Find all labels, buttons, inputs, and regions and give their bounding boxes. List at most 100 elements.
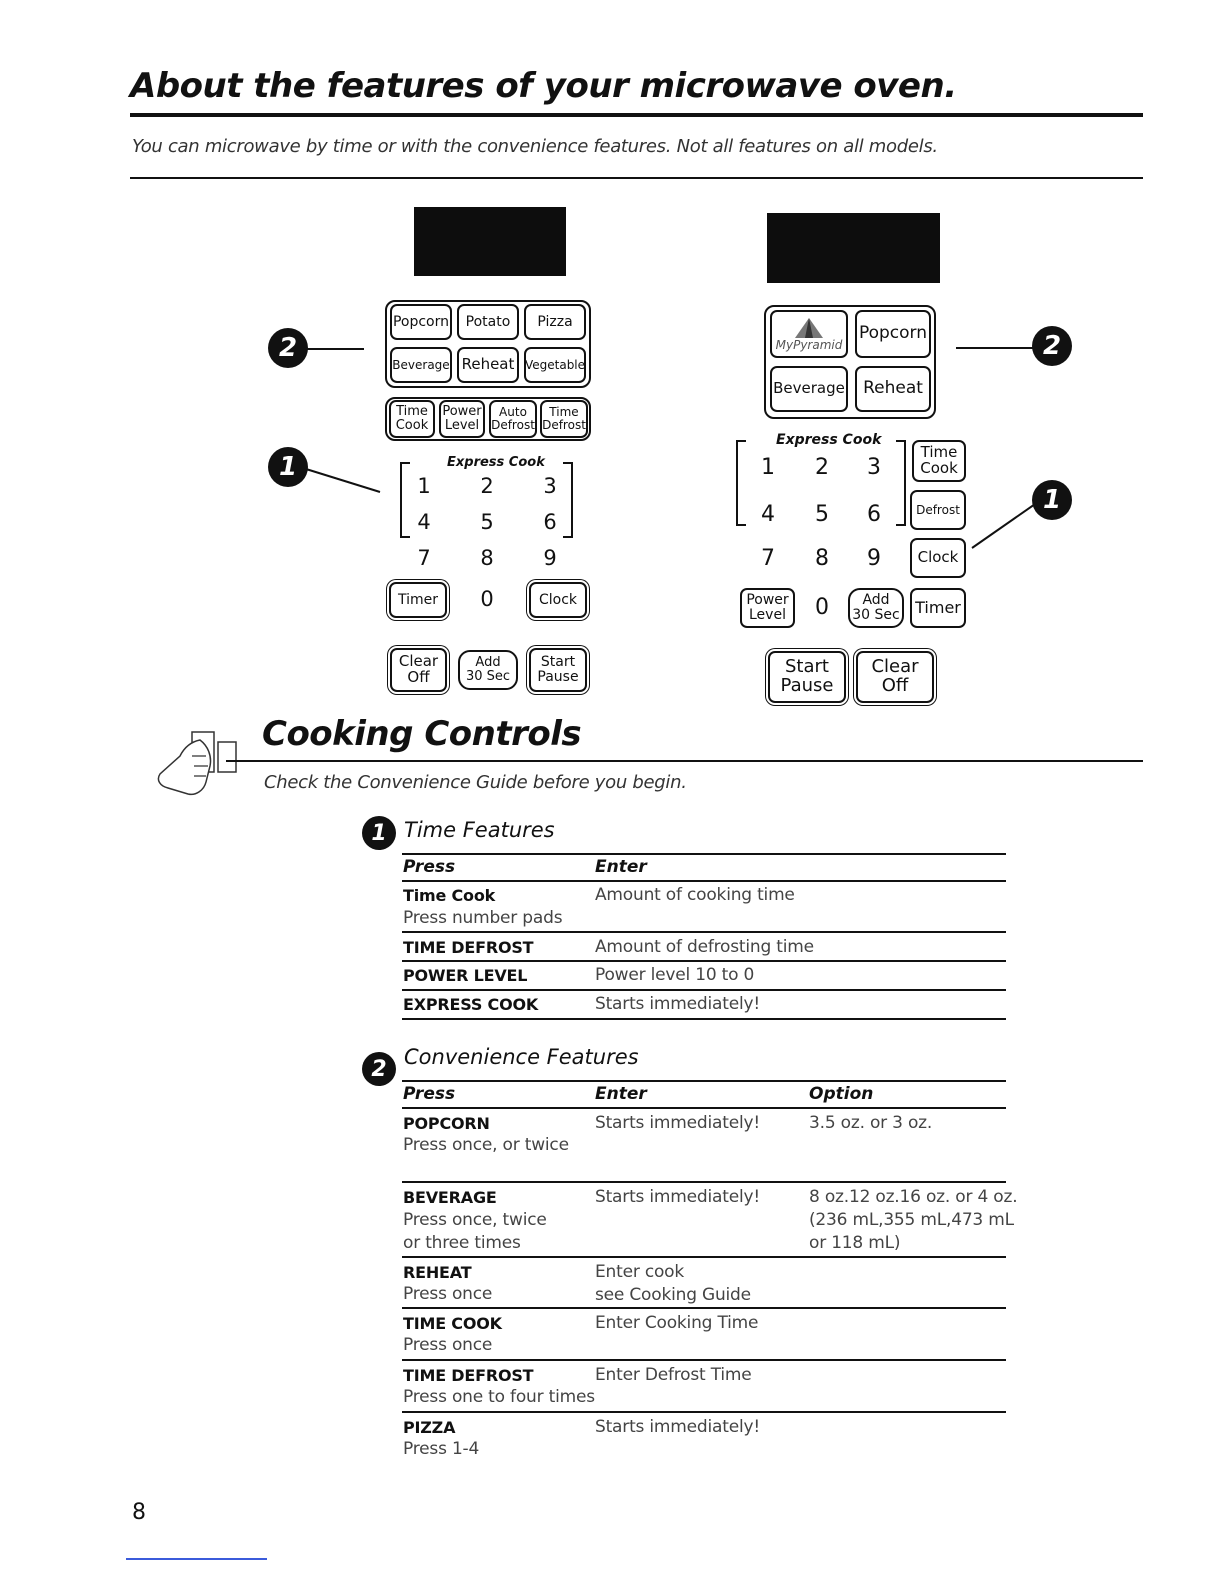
enter-value: Starts immediately!: [595, 994, 760, 1014]
right-key-6[interactable]: 6: [867, 502, 881, 527]
option-value: 8 oz.12 oz.16 oz. or 4 oz. (236 mL,355 m…: [809, 1187, 1018, 1253]
left-add-30-sec-key[interactable]: Add 30 Sec: [458, 650, 518, 690]
right-defrost-key[interactable]: Defrost: [910, 490, 966, 530]
left-beverage-key[interactable]: Beverage: [390, 347, 452, 383]
right-beverage-key[interactable]: Beverage: [770, 366, 848, 412]
right-key-9[interactable]: 9: [867, 546, 881, 571]
right-key-2[interactable]: 2: [815, 455, 829, 480]
mypyramid-label: MyPyramid: [775, 337, 843, 352]
press-popcorn: POPCORN: [403, 1114, 490, 1133]
right-timer-key[interactable]: Timer: [910, 588, 966, 628]
callout-2-left: 2: [268, 328, 308, 368]
time-features-marker: 1: [362, 816, 396, 850]
press-sub: Press 1-4: [403, 1439, 480, 1459]
press-time-defrost: TIME DEFROST: [403, 938, 534, 957]
press-sub: Press once, twice or three times: [403, 1210, 547, 1253]
left-timer-key[interactable]: Timer: [389, 582, 447, 618]
page-number: 8: [132, 1500, 146, 1525]
right-key-1[interactable]: 1: [761, 455, 775, 480]
left-key-9[interactable]: 9: [543, 546, 557, 570]
left-pizza-key[interactable]: Pizza: [524, 304, 586, 340]
right-clear-off-key[interactable]: Clear Off: [856, 651, 934, 703]
page-subtitle: You can microwave by time or with the co…: [132, 136, 938, 157]
left-key-5[interactable]: 5: [480, 510, 494, 534]
callout-leader-lines: [305, 347, 1039, 549]
right-express-bracket-right: [896, 440, 906, 526]
right-time-cook-key[interactable]: Time Cook: [912, 440, 966, 482]
table-rule: [402, 960, 1006, 962]
convenience-features-marker: 2: [362, 1052, 396, 1086]
right-key-3[interactable]: 3: [867, 455, 881, 480]
convenience-features-title: Convenience Features: [404, 1045, 639, 1069]
enter-value: Starts immediately!: [595, 1417, 760, 1437]
right-express-bracket-left: [736, 440, 746, 526]
press-sub: Press once, or twice: [403, 1135, 569, 1155]
press-beverage: BEVERAGE: [403, 1188, 497, 1207]
left-key-8[interactable]: 8: [480, 546, 494, 570]
enter-value: Amount of defrosting time: [595, 937, 814, 957]
press-sub: Press one to four times: [403, 1387, 595, 1407]
left-key-1[interactable]: 1: [417, 474, 431, 498]
right-popcorn-key[interactable]: Popcorn: [855, 310, 931, 358]
press-sub: Press number pads: [403, 908, 563, 928]
right-key-7[interactable]: 7: [761, 546, 775, 571]
right-key-5[interactable]: 5: [815, 502, 829, 527]
right-key-0[interactable]: 0: [815, 595, 829, 620]
enter-value: Amount of cooking time: [595, 885, 795, 905]
press-pizza: PIZZA: [403, 1418, 456, 1437]
left-time-defrost-key[interactable]: Time Defrost: [540, 400, 588, 438]
left-vegetable-key[interactable]: Vegetable: [524, 347, 586, 383]
left-potato-key[interactable]: Potato: [457, 304, 519, 340]
left-auto-defrost-key[interactable]: Auto Defrost: [489, 400, 537, 438]
col-header-press: Press: [403, 1084, 456, 1104]
col-header-enter: Enter: [595, 1084, 647, 1104]
hand-pressing-button-icon: [157, 731, 237, 796]
right-express-cook-label: Express Cook: [776, 432, 882, 448]
table-rule: [402, 1256, 1006, 1258]
table-rule: [402, 1107, 1006, 1109]
right-mypyramid-key[interactable]: MyPyramid: [770, 310, 848, 358]
left-clock-key[interactable]: Clock: [529, 582, 587, 618]
table-rule: [402, 880, 1006, 882]
right-add-30-sec-key[interactable]: Add 30 Sec: [848, 588, 904, 628]
left-express-bracket-right: [563, 462, 573, 538]
subtitle-rule: [130, 177, 1143, 179]
enter-value: Enter cook see Cooking Guide: [595, 1262, 751, 1305]
table-rule: [402, 1181, 1006, 1183]
callout-1-right: 1: [1032, 480, 1072, 520]
footer-link-underline[interactable]: [126, 1558, 267, 1560]
page-title: About the features of your microwave ove…: [130, 66, 957, 106]
right-convenience-group: [764, 305, 936, 419]
section-rule: [226, 760, 1143, 762]
left-time-cook-key[interactable]: Time Cook: [389, 400, 435, 438]
table-rule: [402, 989, 1006, 991]
right-start-pause-key[interactable]: Start Pause: [768, 651, 846, 703]
section-subtitle: Check the Convenience Guide before you b…: [264, 772, 687, 793]
left-popcorn-key[interactable]: Popcorn: [390, 304, 452, 340]
col-header-option: Option: [809, 1084, 874, 1104]
col-header-enter: Enter: [595, 857, 647, 877]
right-reheat-key[interactable]: Reheat: [855, 366, 931, 412]
right-key-4[interactable]: 4: [761, 502, 775, 527]
press-power-level: POWER LEVEL: [403, 966, 528, 985]
left-key-6[interactable]: 6: [543, 510, 557, 534]
right-power-level-key[interactable]: Power Level: [740, 588, 795, 628]
table-rule: [402, 1307, 1006, 1309]
left-key-2[interactable]: 2: [480, 474, 494, 498]
option-value: 3.5 oz. or 3 oz.: [809, 1113, 933, 1133]
left-key-7[interactable]: 7: [417, 546, 431, 570]
right-key-8[interactable]: 8: [815, 546, 829, 571]
left-power-level-key[interactable]: Power Level: [439, 400, 485, 438]
right-clock-key[interactable]: Clock: [910, 538, 966, 578]
press-reheat: REHEAT: [403, 1263, 472, 1282]
left-key-0[interactable]: 0: [480, 587, 494, 611]
left-clear-off-key[interactable]: Clear Off: [390, 648, 447, 692]
section-title: Cooking Controls: [262, 714, 582, 754]
left-start-pause-key[interactable]: Start Pause: [529, 648, 587, 692]
left-convenience-group: [385, 300, 591, 388]
left-key-3[interactable]: 3: [543, 474, 557, 498]
title-rule: [130, 113, 1143, 117]
left-reheat-key[interactable]: Reheat: [457, 347, 519, 383]
left-key-4[interactable]: 4: [417, 510, 431, 534]
callout-2-right: 2: [1032, 326, 1072, 366]
